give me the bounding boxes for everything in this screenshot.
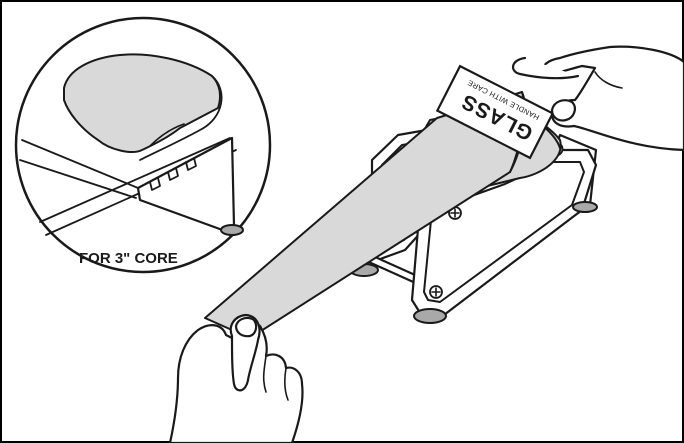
screw-bottom <box>429 285 443 299</box>
foot-front <box>413 308 447 324</box>
hand-upper-right <box>512 45 684 152</box>
foot-back-right <box>572 201 598 213</box>
hand-lower <box>168 313 304 443</box>
core-tube <box>63 53 221 153</box>
inset-caption: FOR 3" CORE <box>79 250 178 267</box>
inset-foot <box>220 224 244 236</box>
inset-detail: FOR 3" CORE <box>14 16 272 274</box>
